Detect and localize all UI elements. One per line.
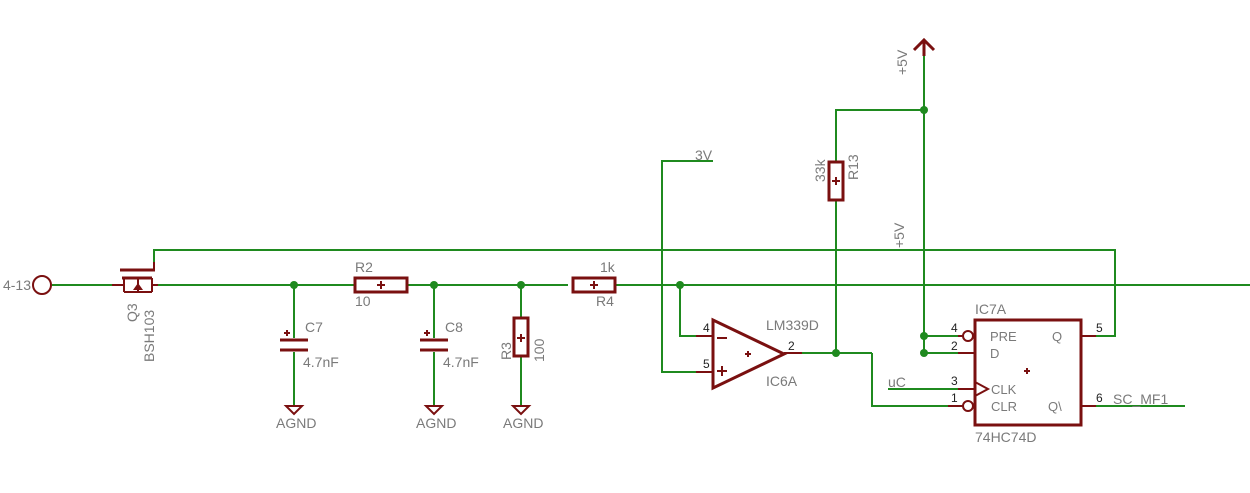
- ic7a-d-label: D: [990, 346, 999, 361]
- ic7a-flipflop[interactable]: PRE D CLK CLR Q Q\ 4 2 3 1 5 6 IC7A 74HC…: [948, 301, 1103, 445]
- q3-mosfet[interactable]: Q3 BSH103: [112, 262, 158, 362]
- ic7a-pre-label: PRE: [990, 329, 1017, 344]
- c8-value: 4.7nF: [443, 354, 479, 370]
- r13-resistor[interactable]: 33k R13: [812, 154, 861, 202]
- r2-resistor[interactable]: R2 10: [353, 259, 409, 309]
- junctions: [290, 106, 928, 357]
- r3-value: 100: [531, 338, 547, 362]
- agnd-label-2: AGND: [416, 415, 456, 431]
- ic6a-pin-out: 2: [788, 339, 795, 353]
- r3-name: R3: [498, 342, 514, 360]
- ic7a-name: IC7A: [975, 301, 1007, 317]
- ic7a-pin-pre: 4: [951, 321, 958, 335]
- left-port[interactable]: 4-13: [3, 275, 52, 295]
- ic6a-pin-inv: 4: [703, 321, 710, 335]
- agnd-label-1: AGND: [276, 415, 316, 431]
- c8-capacitor[interactable]: C8 4.7nF: [420, 319, 479, 370]
- ic6a-pin-noninv: 5: [703, 357, 710, 371]
- agnd-label-3: AGND: [503, 415, 543, 431]
- q3-name: Q3: [124, 303, 140, 322]
- ic7a-pin-clr: 1: [951, 391, 958, 405]
- rail-5v-top-label: +5V: [894, 49, 910, 75]
- ic7a-pin-q: 5: [1096, 321, 1103, 335]
- c8-name: C8: [445, 319, 463, 335]
- ic7a-clr-label: CLR: [991, 399, 1017, 414]
- left-port-label: 4-13: [3, 277, 31, 293]
- ic7a-pin-d: 2: [951, 339, 958, 353]
- ic7a-pin-qn: 6: [1096, 391, 1103, 405]
- r4-resistor[interactable]: 1k R4: [571, 259, 617, 309]
- ic7a-pin-clk: 3: [951, 374, 958, 388]
- ic7a-qn-label: Q\: [1048, 399, 1062, 414]
- c7-value: 4.7nF: [303, 354, 339, 370]
- ic7a-q-label: Q: [1052, 329, 1062, 344]
- vcc-5v-arrow: +5V: [894, 37, 936, 75]
- agnd-symbol-1: AGND: [276, 405, 316, 431]
- agnd-symbol-2: AGND: [416, 405, 456, 431]
- agnd-symbol-3: AGND: [503, 405, 543, 431]
- r4-value: 1k: [600, 259, 616, 275]
- ic7a-clk-label: CLK: [991, 382, 1017, 397]
- wires: [52, 52, 1250, 407]
- ic7a-value: 74HC74D: [975, 429, 1036, 445]
- r4-name: R4: [596, 293, 614, 309]
- r13-name: R13: [845, 154, 861, 180]
- r2-name: R2: [355, 259, 373, 275]
- r2-value: 10: [355, 293, 371, 309]
- sc-mf1-net-label: SC_MF1: [1113, 391, 1168, 407]
- ic6a-comparator[interactable]: 4 5 2 LM339D IC6A: [696, 317, 819, 391]
- rail-5v-mid-label: +5V: [891, 222, 907, 248]
- rail-3v-label: 3V: [695, 147, 713, 163]
- c7-name: C7: [305, 319, 323, 335]
- c7-capacitor[interactable]: C7 4.7nF: [280, 319, 339, 370]
- ic6a-name: IC6A: [766, 373, 798, 389]
- ic6a-value: LM339D: [766, 317, 819, 333]
- q3-value: BSH103: [141, 310, 157, 362]
- uc-net-label: uC: [888, 374, 906, 390]
- r3-resistor[interactable]: R3 100: [498, 316, 547, 362]
- r13-value: 33k: [812, 158, 828, 182]
